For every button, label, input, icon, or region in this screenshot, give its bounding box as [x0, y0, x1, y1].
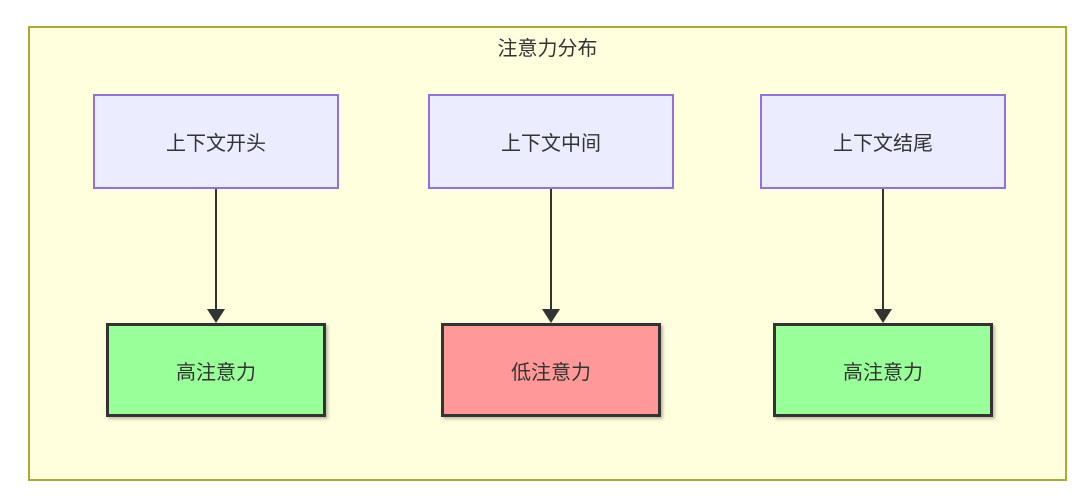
arrow-head-down-icon — [542, 309, 560, 323]
column-context-start: 上下文开头 高注意力 — [93, 94, 339, 417]
arrow-line — [215, 189, 217, 310]
node-context-end: 上下文结尾 — [760, 94, 1006, 189]
node-low-attention-middle-label: 低注意力 — [511, 361, 591, 384]
arrow-head-down-icon — [874, 309, 892, 323]
node-high-attention-left-label: 高注意力 — [176, 361, 256, 384]
column-context-end: 上下文结尾 高注意力 — [760, 94, 1006, 417]
column-context-middle: 上下文中间 低注意力 — [428, 94, 674, 417]
node-high-attention-right: 高注意力 — [773, 323, 993, 417]
arrow-context-start-to-attention — [207, 189, 225, 323]
arrow-head-down-icon — [207, 309, 225, 323]
node-context-end-label: 上下文结尾 — [833, 133, 933, 155]
node-context-middle: 上下文中间 — [428, 94, 674, 189]
arrow-line — [882, 189, 884, 310]
arrow-context-end-to-attention — [874, 189, 892, 323]
diagram-container: 注意力分布 上下文开头 高注意力 上下文中间 低注意力 — [28, 26, 1067, 481]
node-high-attention-right-label: 高注意力 — [843, 361, 923, 384]
arrow-line — [550, 189, 552, 310]
diagram-title: 注意力分布 — [497, 38, 598, 60]
node-high-attention-left: 高注意力 — [106, 323, 326, 417]
node-context-middle-label: 上下文中间 — [501, 133, 601, 155]
node-low-attention-middle: 低注意力 — [441, 323, 661, 417]
node-context-start-label: 上下文开头 — [166, 133, 266, 155]
arrow-context-middle-to-attention — [542, 189, 560, 323]
node-context-start: 上下文开头 — [93, 94, 339, 189]
